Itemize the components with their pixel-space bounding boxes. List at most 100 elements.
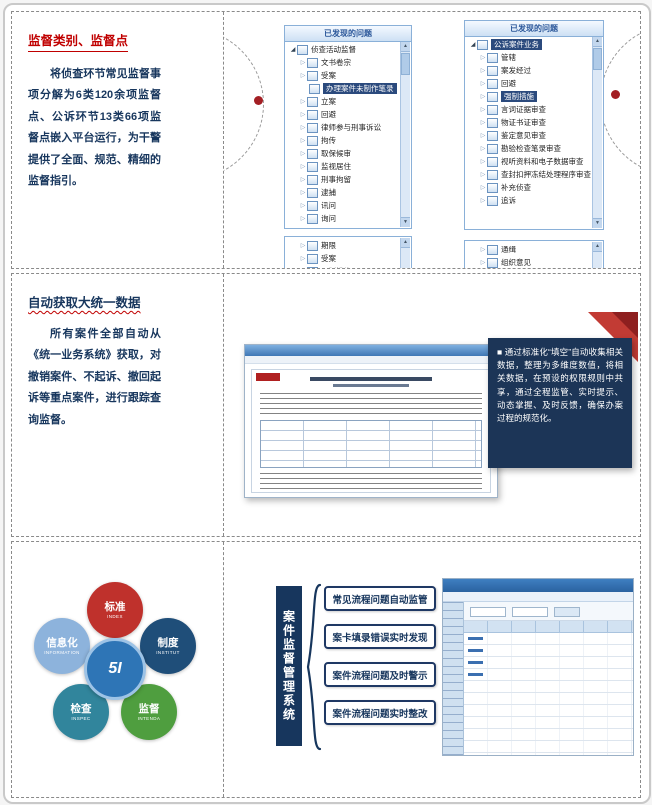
tree-item-label: 询问 [321,214,336,223]
center-label: 5I [108,660,122,677]
folder-icon [487,52,498,63]
expander-icon: ▷ [480,247,486,253]
petal-standard: 标准 INDEX [87,582,143,638]
tree-item: ▷组织意见 [466,256,592,268]
system-table-screenshot [442,578,634,756]
petal-label-zh: 监督 [138,703,160,716]
folder-icon [307,213,318,224]
tree-panel-partial-left: ▷期限 ▷受案 ▷强制措施 ▲ [284,236,412,268]
tree-panel-prosecution: 已发现的问题 ◢公诉案件业务 ▷管辖 ▷案发经过 ▷回避 ▷强制措施 ▷言词证据… [464,20,604,230]
window-titlebar [245,345,497,356]
five-i-diagram: 标准 INDEX 制度 INSTITUT 监督 INTENDA 检查 INSPE… [12,542,224,797]
five-i-center: 5I [84,638,146,700]
expander-icon: ▷ [300,177,306,183]
search-field-placeholder [512,607,548,617]
table-header-row [464,621,633,633]
expander-icon: ▷ [480,55,486,61]
callout-text: ■ 通过标准化“填空”自动收集相关数据，整理为多维度数值，将相关数据，在预设的权… [497,347,623,423]
tree-item-label: 拘传 [321,136,336,145]
tree-panel-title: 已发现的问题 [465,21,603,37]
window-menubar [443,592,633,602]
folder-icon [307,148,318,159]
tree-item: ▷追诉 [466,194,592,207]
scroll-up-icon: ▲ [593,37,602,47]
tree-item: ▷立案 [286,95,400,108]
tree-item: ▷言词证据审查 [466,103,592,116]
section2-screenshot-area: ■ 通过标准化“填空”自动收集相关数据，整理为多维度数值，将相关数据，在预设的权… [224,274,640,536]
tree-root-item-selected: ◢公诉案件业务 [466,38,592,51]
red-dot-right [611,90,620,99]
folder-icon [487,91,498,102]
folder-icon [307,266,318,268]
tree-item: ▷ 讯问 [286,199,400,212]
tree-item: ▷刑事拘留 [286,173,400,186]
tree-item: ▷勘验检查笔录审查 [466,142,592,155]
petal-label-zh: 检查 [70,703,92,716]
tree-item-label: 视听资料和电子数据审查 [501,157,584,166]
window-toolbar [245,356,497,364]
section-5i-system: 标准 INDEX 制度 INSTITUT 监督 INTENDA 检查 INSPE… [11,541,641,798]
scrollbar-thumb [593,48,602,70]
scroll-up-icon: ▲ [401,42,410,52]
petal-label-en: INSTITUT [156,649,180,655]
tree-body: ◢侦查活动监督 ▷文书卷宗 ▷受案 办理案件未制作笔录 ▷立案 ▷回避 ▷律师参… [286,42,400,227]
tree-item-label: 管辖 [501,53,516,62]
expander-icon: ▷ [480,260,486,266]
folder-icon [487,65,498,76]
feature-label: 案卡填录错误实时发现 [332,632,428,644]
window-titlebar [443,579,633,592]
tree-item: ▷回避 [466,77,592,90]
folder-icon [307,109,318,120]
corner-ribbon-fold [612,312,638,338]
tree-item-label: 物证书证审查 [501,118,546,127]
tree-item-label: 公诉案件业务 [491,39,542,50]
petal-label-zh: 制度 [157,637,179,650]
tree-item-label: 逮捕 [321,188,336,197]
tree-item-label: 受案 [321,71,336,80]
tree-item: ▷强制措施 [286,265,400,268]
tree-item-label: 讯问 [321,201,336,210]
tree-item-selected: 办理案件未制作笔录 [286,82,400,95]
tree-root-item: ◢侦查活动监督 [286,43,400,56]
expander-icon: ▷ [480,172,486,178]
scroll-down-icon: ▼ [401,217,410,227]
folder-icon [307,240,318,251]
scroll-up-icon: ▲ [593,242,602,252]
form-document [251,369,491,493]
tree-item-label: 补充侦查 [501,183,531,192]
document-page: 监督类别、监督点 将侦查环节常见监督事项分解为6类120余项监督点、公诉环节13… [3,3,651,804]
folder-icon [307,253,318,264]
feature-box-4: 案件流程问题实时整改 [324,700,436,725]
tree-panel-title: 已发现的问题 [285,26,411,42]
search-field-placeholder [470,607,506,617]
scroll-up-icon: ▲ [401,238,410,248]
folder-icon [487,130,498,141]
tree-item-label: 通缉 [501,245,516,254]
tree-item-label: 追诉 [501,196,516,205]
tree-panel-investigation: 已发现的问题 ◢侦查活动监督 ▷文书卷宗 ▷受案 办理案件未制作笔录 ▷立案 ▷… [284,25,412,229]
folder-icon [307,122,318,133]
petal-information: 信息化 INFORMATION [34,618,90,674]
table-main [464,602,633,755]
section2-body-text: 所有案件全部自动从《统一业务系统》获取，对撤销案件、不起诉、撤回起诉等重点案件，… [28,328,161,426]
scroll-down-icon: ▼ [593,218,602,228]
tree-item-label: 查封扣押冻结处理程序审查 [501,170,591,179]
section1-screenshot-area: 已发现的问题 ◢侦查活动监督 ▷文书卷宗 ▷受案 办理案件未制作笔录 ▷立案 ▷… [224,12,640,268]
folder-icon [307,135,318,146]
expander-icon: ◢ [290,47,296,53]
tree-item: ▷补充侦查 [466,181,592,194]
section3-system-area: 案件监督管理系统 常见流程问题自动监管 案卡填录错误实时发现 案件流程问题及时警… [224,542,640,797]
link-placeholder [468,661,483,664]
expander-icon: ▷ [300,216,306,222]
expander-icon: ▷ [300,151,306,157]
expander-icon: ▷ [300,203,306,209]
tree-item-label: 立案 [321,97,336,106]
expander-icon: ▷ [480,81,486,87]
expander-icon: ▷ [300,60,306,66]
red-stamp [256,373,280,381]
curly-brace [306,583,322,751]
tree-item: ▷取保候审 [286,147,400,160]
petal-institution: 制度 INSTITUT [140,618,196,674]
expander-icon: ▷ [480,120,486,126]
tree-item: ▷ 物证书证审查 [466,116,592,129]
